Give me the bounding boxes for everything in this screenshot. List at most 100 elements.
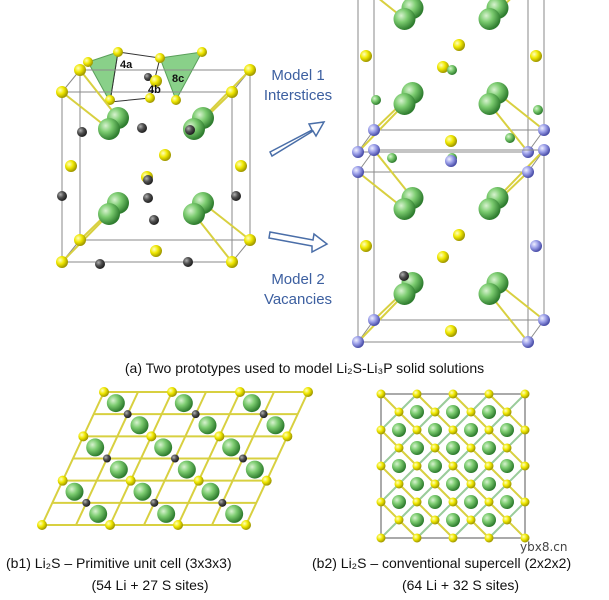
arrow-model1 (269, 121, 326, 158)
li-atom (410, 441, 424, 455)
s-atom (394, 443, 404, 453)
s-atom (56, 256, 68, 268)
s-atom (437, 251, 449, 263)
vacancy-site (171, 454, 179, 463)
s-atom (193, 475, 204, 486)
li-atom (392, 495, 406, 509)
li-atom (387, 153, 397, 163)
s-atom (65, 160, 77, 172)
s-atom (412, 497, 422, 507)
s-atom (376, 533, 386, 543)
s-atom (37, 520, 47, 530)
site-inset (83, 47, 207, 105)
s-atom (430, 407, 440, 417)
s-atom (303, 387, 313, 397)
site-4b-atom (144, 73, 152, 81)
p-atom (352, 146, 364, 158)
s-atom (159, 149, 171, 161)
s-atom (448, 425, 458, 435)
model1-interstices-cell (352, 0, 550, 163)
s-atom (56, 86, 68, 98)
s-atom (466, 479, 476, 489)
s-atom (466, 443, 476, 453)
s-atom (394, 515, 404, 525)
s-atom (105, 520, 115, 530)
s-atom (173, 520, 183, 530)
s-atom (150, 245, 162, 257)
s-atom (282, 431, 293, 442)
li-atom (464, 423, 478, 437)
s-atom (167, 387, 177, 397)
s-atom (214, 431, 225, 442)
vacancy-site (82, 498, 91, 507)
li-atom (446, 513, 460, 527)
li-atom (478, 283, 501, 305)
li-atom (89, 504, 108, 523)
vacancy-site (191, 410, 200, 419)
li-atom (393, 198, 416, 220)
p-atom (530, 240, 542, 252)
vacancy-site (143, 175, 153, 185)
vacancy-site (143, 193, 153, 203)
li-atom (157, 504, 176, 523)
model2-label: Model 2 Vacancies (256, 270, 340, 310)
li-atom (371, 95, 381, 105)
vacancy-site (57, 191, 67, 201)
li-atom (106, 394, 125, 413)
p-atom (368, 124, 380, 136)
s-atom (244, 234, 256, 246)
s-atom (412, 389, 422, 399)
s-atom (445, 325, 457, 337)
vacancy-site (231, 191, 241, 201)
li-atom (183, 203, 205, 225)
li-atom (500, 459, 514, 473)
s-atom (502, 443, 512, 453)
s-atom (376, 425, 386, 435)
s-atom (484, 461, 494, 471)
s-atom (520, 461, 530, 471)
arrow-model2 (268, 231, 329, 254)
li-atom (198, 416, 217, 435)
bond (357, 293, 406, 343)
li-atom (98, 203, 120, 225)
li-atom (505, 133, 515, 143)
s-atom (484, 497, 494, 507)
s-atom (453, 39, 465, 51)
s-atom (484, 533, 494, 543)
vacancy-site (77, 127, 87, 137)
s-atom (520, 497, 530, 507)
li-atom (482, 405, 496, 419)
p-atom (538, 144, 550, 156)
li-atom (393, 8, 416, 30)
caption-panel-a: (a) Two prototypes used to model Li₂S-Li… (124, 360, 485, 376)
s-atom (466, 515, 476, 525)
p-atom (368, 314, 380, 326)
li-atom (464, 495, 478, 509)
caption-b1-line1: (b1) Li₂S – Primitive unit cell (3x3x3) (6, 555, 232, 571)
s-atom (412, 533, 422, 543)
p-atom (368, 144, 380, 156)
li-atom (86, 438, 105, 457)
s-atom (484, 425, 494, 435)
caption-b2-line1: (b2) Li₂S – conventional supercell (2x2x… (312, 555, 572, 571)
li-atom (447, 65, 457, 75)
s-atom (235, 387, 245, 397)
s-atom (520, 533, 530, 543)
model1-title: Model 1 (271, 67, 325, 84)
li-atom (428, 423, 442, 437)
s-atom (466, 407, 476, 417)
li-atom (392, 459, 406, 473)
li-atom (428, 459, 442, 473)
s-atom (430, 443, 440, 453)
li-atom (242, 394, 261, 413)
p-atom (352, 166, 364, 178)
bond (357, 103, 406, 153)
li-atom (478, 93, 501, 115)
caption-b2-line2: (64 Li + 32 S sites) (401, 577, 520, 593)
p-atom (445, 155, 457, 167)
li-atom (393, 283, 416, 305)
s-atom (74, 64, 86, 76)
s-atom (484, 389, 494, 399)
li-atom (500, 495, 514, 509)
s-atom (74, 234, 86, 246)
